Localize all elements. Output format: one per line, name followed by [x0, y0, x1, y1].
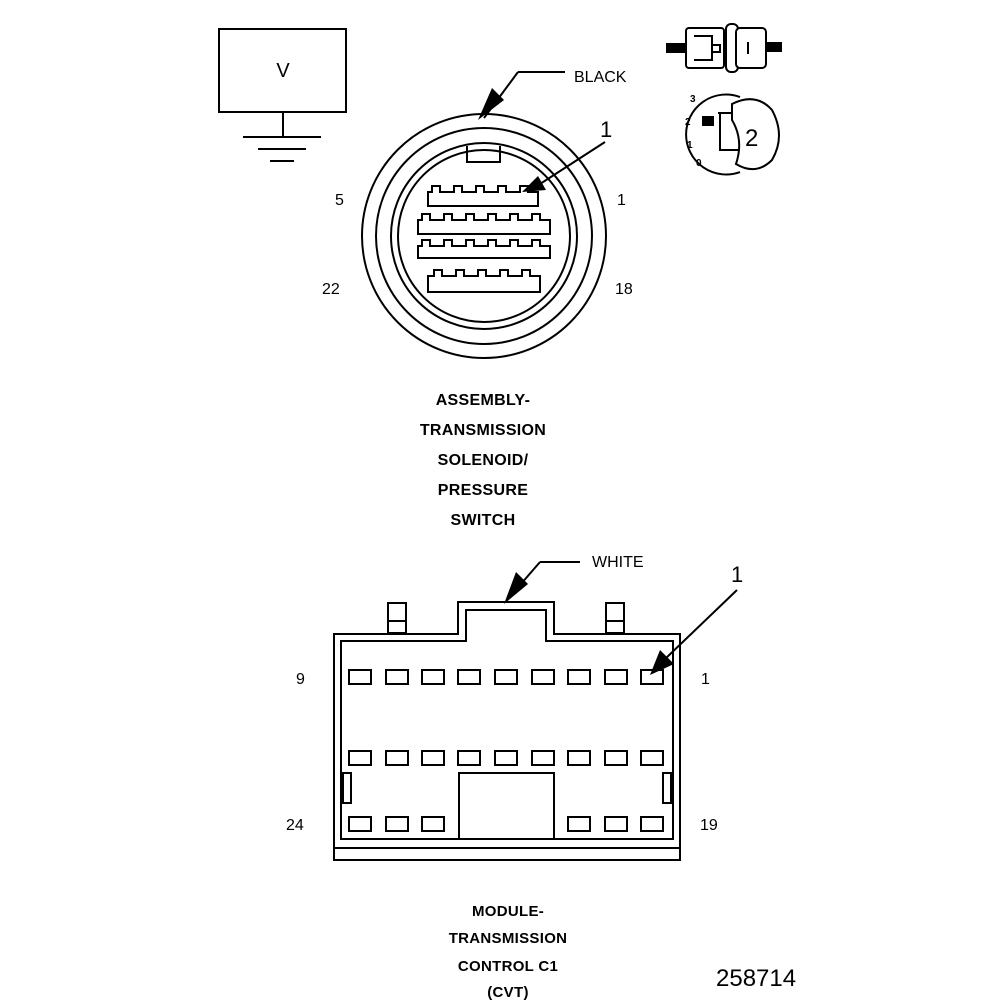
figure-number: 258714 — [716, 965, 796, 992]
connector2-title-line-2: TRANSMISSION — [449, 930, 568, 947]
key-position-1: 1 — [687, 140, 693, 151]
pin1-callout: 1 — [600, 117, 612, 142]
connector2-title: MODULE- TRANSMISSION CONTROL C1 (CVT) — [449, 903, 568, 1000]
white-color-label: WHITE — [592, 554, 644, 571]
connector1-title-line-1: ASSEMBLY- — [436, 392, 531, 409]
key-position-3: 3 — [690, 94, 696, 105]
pin1-callout-arrow-2 — [650, 650, 674, 675]
connector1-title: ASSEMBLY- TRANSMISSION SOLENOID/ PRESSUR… — [420, 392, 546, 529]
solenoid-connector: BLACK 1 5 1 22 18 — [322, 69, 633, 359]
center-key — [458, 772, 555, 840]
connector2-title-line-1: MODULE- — [472, 903, 544, 920]
pin-cavities — [348, 669, 664, 832]
pin1-callout-arrow — [522, 176, 546, 192]
connector1-title-line-3: SOLENOID/ — [438, 452, 529, 469]
pin-label-22: 22 — [322, 281, 340, 298]
connector1-title-line-4: PRESSURE — [438, 482, 528, 499]
voltmeter-label: V — [276, 60, 290, 82]
connector1-title-line-2: TRANSMISSION — [420, 422, 546, 439]
ignition-key-icon: 3 2 1 0 2 — [685, 93, 780, 176]
connector2-title-line-3: CONTROL C1 — [458, 958, 558, 975]
voltmeter-icon: V — [218, 28, 347, 162]
black-color-label: BLACK — [574, 69, 627, 86]
pin1-callout-line — [539, 141, 606, 185]
pin-label-1b: 1 — [701, 671, 710, 688]
pin-label-9: 9 — [296, 671, 305, 688]
disconnected-connector-icon — [666, 23, 782, 73]
pin-label-19: 19 — [700, 817, 718, 834]
white-leader-arrow — [504, 572, 528, 604]
connector1-title-line-5: SWITCH — [451, 512, 516, 529]
black-leader-arrow — [478, 88, 504, 120]
pin1-callout-2: 1 — [731, 562, 743, 587]
module-connector: WHITE — [286, 554, 743, 861]
connector2-title-line-4: (CVT) — [487, 984, 529, 1000]
pin1-callout-line-2 — [663, 589, 738, 661]
key-selected-position: 2 — [745, 125, 758, 152]
pin-label-24: 24 — [286, 817, 304, 834]
pin-label-18: 18 — [615, 281, 633, 298]
pin-label-1: 1 — [617, 192, 626, 209]
pin-label-5: 5 — [335, 192, 344, 209]
key-position-0: 0 — [696, 158, 702, 169]
key-position-2: 2 — [685, 117, 691, 128]
